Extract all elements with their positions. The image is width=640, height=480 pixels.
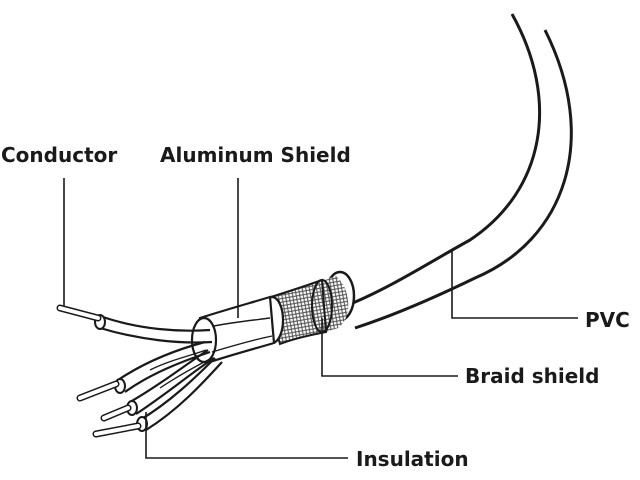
insulated-wires bbox=[94, 314, 223, 432]
pvc-jacket bbox=[324, 13, 573, 330]
leader-insulation bbox=[145, 412, 348, 459]
leader-pvc bbox=[451, 250, 578, 319]
label-braid-shield: Braid shield bbox=[465, 364, 600, 388]
leader-braid-shield bbox=[321, 318, 458, 377]
leader-lines bbox=[63, 178, 578, 459]
label-conductor: Conductor bbox=[1, 143, 118, 167]
label-aluminum-shield: Aluminum Shield bbox=[160, 143, 351, 167]
label-pvc: PVC bbox=[585, 308, 630, 332]
conductor-tips bbox=[56, 304, 142, 438]
label-insulation: Insulation bbox=[356, 447, 469, 471]
aluminum-shield bbox=[190, 295, 276, 364]
